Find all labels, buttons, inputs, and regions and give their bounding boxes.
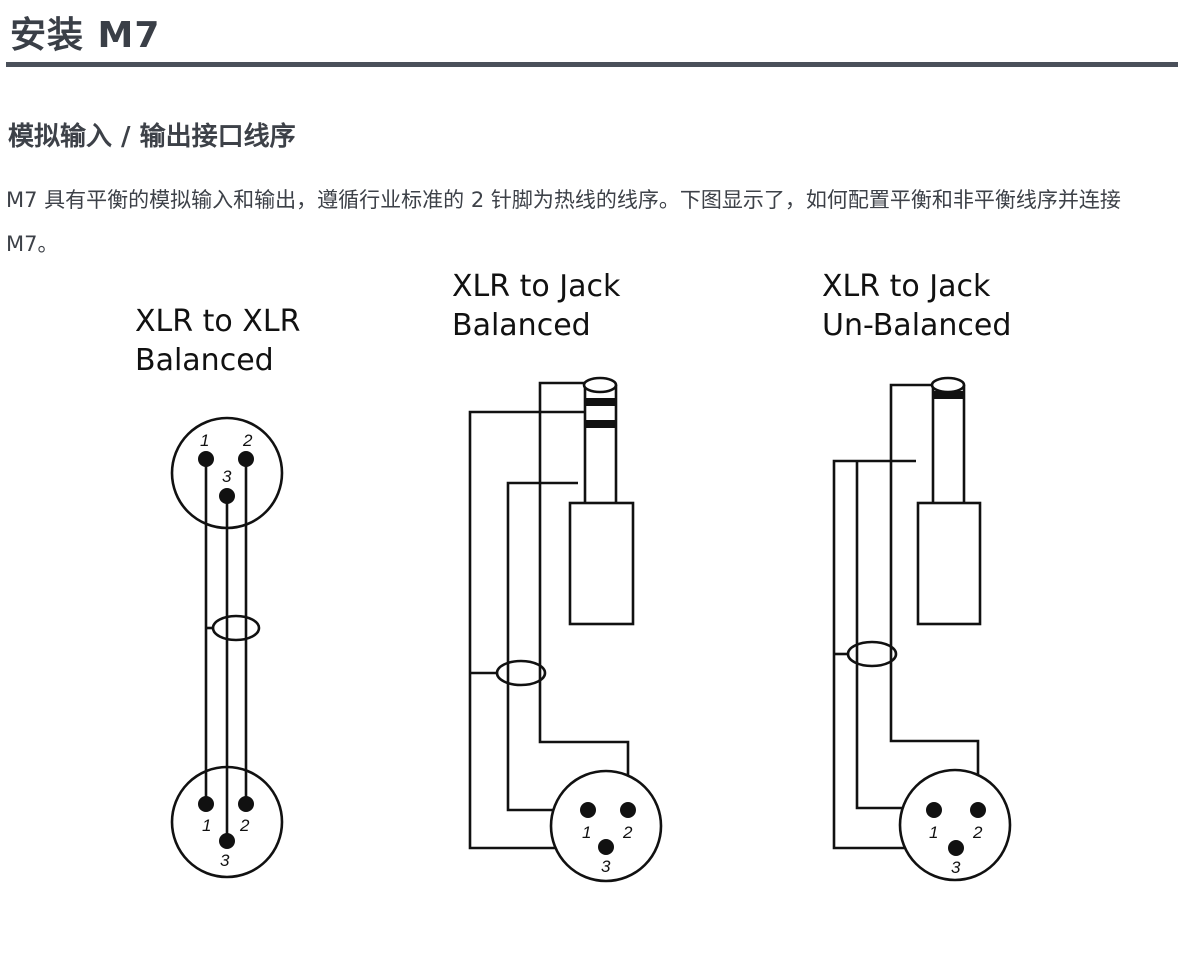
wire-sleeve-to-pin3 [468, 410, 606, 850]
pin-2-label: 2 [972, 823, 983, 842]
diagram-3-label-line1: XLR to Jack [822, 269, 991, 304]
pin-1-dot [580, 802, 596, 818]
shield-ellipse [211, 614, 261, 642]
xlr-connector [898, 768, 1012, 882]
pin-1-label: 1 [200, 431, 209, 450]
diagram-xlr-to-jack-unbalanced: XLR to Jack Un-Balanced 1 2 3 [822, 269, 1012, 882]
pin-2-dot [970, 802, 986, 818]
intro-paragraph: M7 具有平衡的模拟输入和输出，遵循行业标准的 2 针脚为热线的线序。下图显示了… [6, 188, 1121, 256]
diagram-2-label-line2: Balanced [452, 308, 591, 343]
pin-2-label: 2 [239, 816, 250, 835]
pin-3-label: 3 [222, 467, 232, 486]
wire-ring-to-pin1 [506, 481, 588, 812]
diagram-xlr-to-xlr: XLR to XLR Balanced 1 2 3 1 2 3 [135, 304, 300, 879]
title-divider [6, 62, 1178, 67]
diagram-3-label-line2: Un-Balanced [822, 308, 1011, 343]
pin-2-dot [238, 796, 254, 812]
page-title: 安装 M7 [10, 15, 161, 56]
pin-3-label: 3 [220, 851, 230, 870]
pin-1-label: 1 [202, 816, 211, 835]
diagram-1-label-line2: Balanced [135, 343, 274, 378]
pin-1-dot [926, 802, 942, 818]
wire-tip-to-pin2 [538, 381, 630, 810]
jack-sleeve [568, 501, 635, 626]
xlr-connector [549, 769, 663, 883]
section-heading: 模拟输入 / 输出接口线序 [8, 122, 296, 152]
wire-tip-to-pin2 [889, 383, 980, 808]
pin-3-dot [948, 840, 964, 856]
shield-ellipse [846, 640, 898, 668]
diagram-2-label-line1: XLR to Jack [452, 269, 621, 304]
pin-2-dot [620, 802, 636, 818]
jack-sleeve [916, 501, 982, 626]
jack-plug [568, 376, 635, 626]
jack-plug [916, 376, 982, 626]
diagram-1-label-line1: XLR to XLR [135, 304, 300, 339]
pin-2-label: 2 [242, 431, 253, 450]
diagram-xlr-to-jack-balanced: XLR to Jack Balanced 1 2 3 [452, 269, 663, 883]
pin-3-dot [219, 488, 235, 504]
pin-3-dot [598, 839, 614, 855]
pin-1-label: 1 [582, 823, 591, 842]
pin-2-dot [238, 451, 254, 467]
pin-2-label: 2 [622, 823, 633, 842]
pin-3-label: 3 [951, 858, 961, 877]
pin-1-label: 1 [929, 823, 938, 842]
pin-3-label: 3 [601, 857, 611, 876]
pin-1-dot [198, 796, 214, 812]
shield-ellipse [495, 659, 547, 687]
pin-1-dot [198, 451, 214, 467]
pin-3-dot [219, 833, 235, 849]
